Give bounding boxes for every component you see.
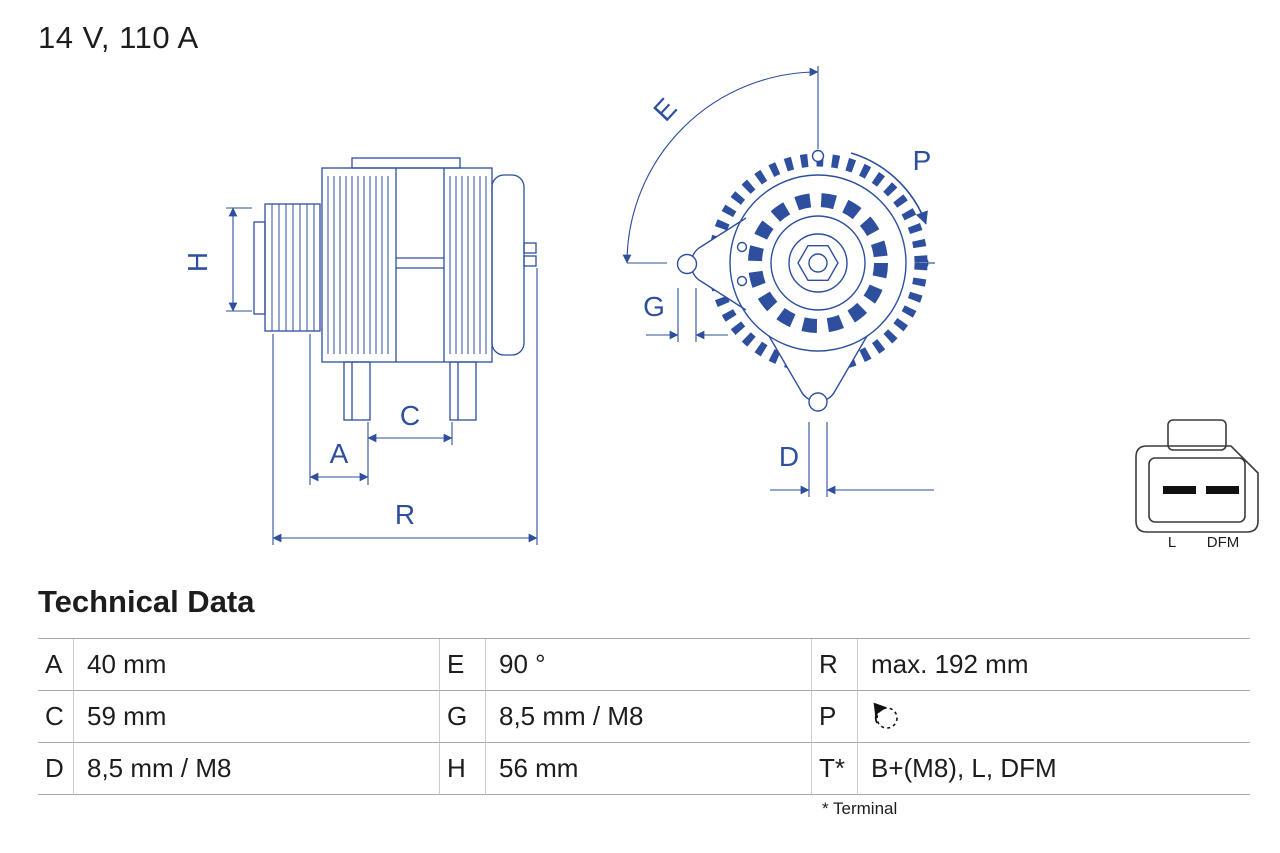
tech-key-h: H (440, 743, 486, 795)
dimension-label-e: E (647, 92, 682, 127)
rotation-direction-arrow (850, 152, 928, 225)
shaft-nut (797, 244, 839, 281)
tech-value-g: 8,5 mm / M8 (486, 691, 812, 743)
pulley (253, 203, 321, 332)
connector-pin-label-l: L (1168, 534, 1176, 551)
top-tab-hole (811, 149, 825, 163)
tech-value-d: 8,5 mm / M8 (74, 743, 440, 795)
dimension-label-g: G (643, 291, 665, 322)
tech-key-r: R (812, 639, 858, 691)
tech-value-e: 90 ° (486, 639, 812, 691)
tech-key-c: C (38, 691, 74, 743)
technical-drawing: H A C R E G D P (182, 66, 1259, 551)
tech-key-g: G (440, 691, 486, 743)
tech-key-d: D (38, 743, 74, 795)
dimension-label-p: P (913, 145, 932, 176)
tech-key-t: T* (812, 743, 858, 795)
tech-value-p (858, 691, 1250, 743)
tech-key-p: P (812, 691, 858, 743)
rear-cover (491, 174, 537, 356)
angle-e-arc (622, 67, 819, 264)
mounting-lug (768, 335, 868, 403)
terminal-footnote: * Terminal (822, 799, 898, 818)
rotation-direction-icon (873, 702, 898, 729)
connector-pin (1206, 486, 1239, 494)
dimension-label-c: C (400, 400, 420, 431)
connector-diagram (1135, 419, 1259, 533)
side-view (253, 157, 537, 421)
mounting-feet (343, 361, 477, 421)
connector-tab (1167, 419, 1227, 451)
technical-data-table: A 40 mm E 90 ° R max. 192 mm C 59 mm G 8… (38, 638, 1250, 795)
tech-value-r: max. 192 mm (858, 639, 1250, 691)
front-view-dimensions (622, 66, 934, 497)
tech-value-c: 59 mm (74, 691, 440, 743)
connector-pin (1163, 486, 1196, 494)
dimension-label-a: A (330, 438, 349, 469)
technical-data-heading: Technical Data (38, 584, 255, 619)
terminal-stud (917, 257, 929, 269)
tech-value-t: B+(M8), L, DFM (858, 743, 1250, 795)
product-spec-title: 14 V, 110 A (38, 20, 199, 55)
connector-shell (1135, 445, 1259, 533)
mounting-ear (690, 217, 747, 311)
connector-pin-label-dfm: DFM (1207, 534, 1240, 551)
tech-value-a: 40 mm (74, 639, 440, 691)
ear-bolt-hole (676, 253, 698, 275)
dimension-label-h: H (182, 252, 213, 272)
tech-key-e: E (440, 639, 486, 691)
side-view-dimensions (226, 207, 538, 545)
front-view (676, 149, 935, 412)
lug-bolt-hole (808, 392, 828, 412)
dimension-label-d: D (779, 441, 799, 472)
tech-key-a: A (38, 639, 74, 691)
housing (321, 157, 493, 363)
tech-value-h: 56 mm (486, 743, 812, 795)
dimension-label-r: R (395, 499, 415, 530)
